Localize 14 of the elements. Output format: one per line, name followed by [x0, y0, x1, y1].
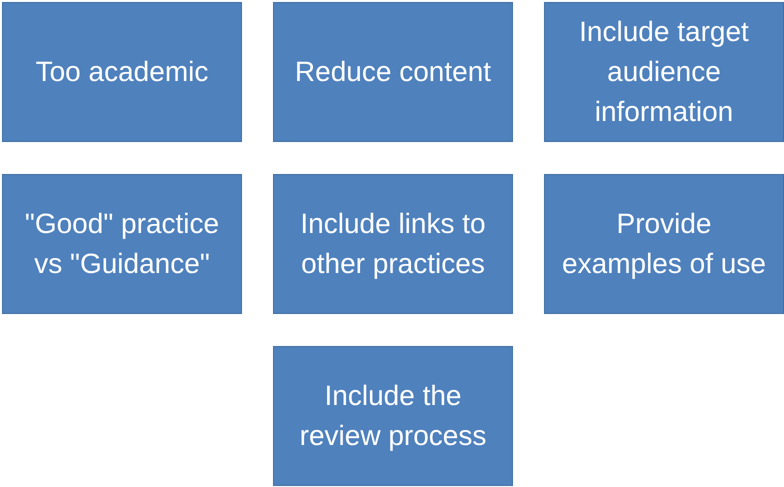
process-box: [2, 2, 242, 142]
box-label: Reduce content: [294, 55, 492, 89]
process-box: [544, 174, 784, 314]
box-label: Include links to other practices: [299, 207, 487, 281]
box-label: Too academic: [34, 55, 210, 89]
box-label: Include the review process: [298, 379, 488, 453]
box-label: Provide examples of use: [561, 207, 767, 281]
process-box: [273, 346, 513, 486]
process-box: [2, 174, 242, 314]
box-label: "Good" practice vs "Guidance": [24, 207, 220, 281]
process-box: [273, 2, 513, 142]
box-label: Include target audience information: [578, 15, 750, 129]
process-box: [544, 2, 784, 142]
process-box: [273, 174, 513, 314]
